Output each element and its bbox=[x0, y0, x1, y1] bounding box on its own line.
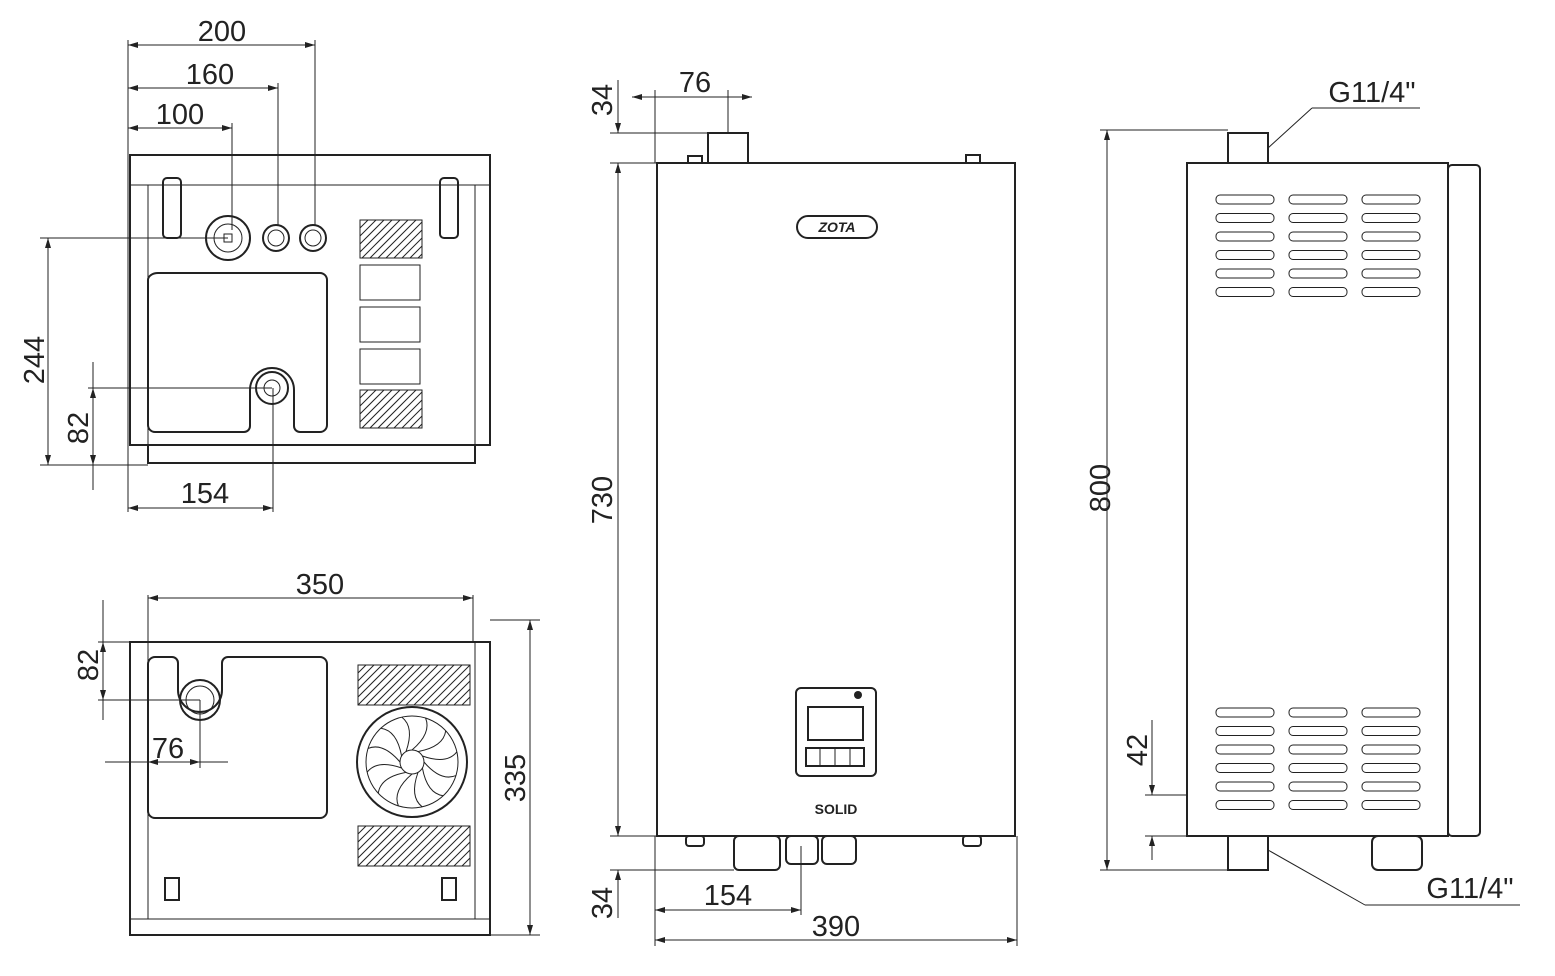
dim-350: 350 bbox=[296, 569, 344, 601]
fan-blade bbox=[396, 773, 413, 807]
vent-slot bbox=[1215, 707, 1275, 718]
dim-42: 42 bbox=[1122, 734, 1154, 766]
fan-blade bbox=[417, 730, 447, 753]
fan-blade bbox=[366, 764, 402, 773]
vent-slot bbox=[1215, 250, 1275, 260]
dim-160: 160 bbox=[186, 59, 234, 91]
dim-82: 82 bbox=[63, 412, 95, 444]
bottom-view: 350 335 82 76 bbox=[73, 569, 540, 936]
vent-slot bbox=[1288, 287, 1348, 297]
vent-slot bbox=[1361, 268, 1421, 279]
vent-slot bbox=[1361, 744, 1421, 755]
dim-154: 154 bbox=[181, 478, 229, 510]
control-panel bbox=[795, 687, 877, 777]
fan-blade bbox=[423, 761, 457, 778]
vent-grille bbox=[357, 664, 471, 706]
vent-slot bbox=[1288, 231, 1348, 242]
fan-blade bbox=[422, 751, 458, 760]
model-label: SOLID bbox=[815, 801, 858, 817]
vent-slot bbox=[1215, 744, 1275, 755]
top-view: 200 160 100 244 82 154 bbox=[19, 16, 491, 512]
dim-244: 244 bbox=[19, 336, 51, 384]
vent-slot bbox=[1215, 194, 1275, 205]
vent-slot bbox=[1288, 763, 1348, 773]
vent-slot bbox=[1361, 250, 1421, 260]
vent-grille bbox=[359, 389, 423, 429]
fan-blade bbox=[380, 727, 403, 757]
valve-left bbox=[162, 177, 182, 239]
vent-slot bbox=[1215, 231, 1275, 242]
vent-grille bbox=[359, 219, 423, 259]
dim-335: 335 bbox=[500, 754, 532, 802]
vent-slot bbox=[1288, 250, 1348, 260]
vent-slot bbox=[1361, 194, 1421, 205]
fan-icon bbox=[356, 706, 468, 818]
brand-logo bbox=[796, 215, 878, 239]
vent-slot bbox=[1361, 800, 1421, 810]
vent-slot bbox=[1215, 213, 1275, 223]
vent-slot bbox=[1215, 763, 1275, 773]
vent-slot bbox=[1288, 268, 1348, 279]
display-screen bbox=[807, 706, 864, 741]
vent-slot bbox=[1288, 213, 1348, 223]
side-view: 800 42 G11/4" G11/4" bbox=[1085, 77, 1520, 906]
vent-slot bbox=[1361, 287, 1421, 297]
vent-slot bbox=[1361, 213, 1421, 223]
fan-blade bbox=[411, 717, 428, 751]
dim-100: 100 bbox=[156, 99, 204, 131]
dim-200: 200 bbox=[198, 16, 246, 48]
front-view: ZOTA SOLID 76 34 730 34 154 390 bbox=[587, 67, 1018, 946]
vent-slot bbox=[1288, 781, 1348, 792]
dim-76-bottom: 76 bbox=[152, 733, 184, 765]
vent-slot bbox=[1288, 744, 1348, 755]
brand-logo-text: ZOTA bbox=[817, 219, 855, 235]
dim-730: 730 bbox=[587, 476, 619, 524]
vent-slot bbox=[1215, 287, 1275, 297]
vent-slot bbox=[1361, 781, 1421, 792]
vent-slot bbox=[1361, 231, 1421, 242]
fan-blade bbox=[401, 716, 410, 752]
vent-slot bbox=[1288, 726, 1348, 736]
fan-blade bbox=[421, 767, 444, 797]
vent-slot bbox=[1215, 726, 1275, 736]
fan-blade bbox=[414, 772, 423, 808]
dim-154-front: 154 bbox=[704, 880, 752, 912]
valve-right bbox=[439, 177, 459, 239]
dim-34-bottom: 34 bbox=[587, 887, 619, 919]
vent-slot bbox=[1361, 763, 1421, 773]
fan-blade bbox=[367, 746, 401, 763]
vent-slot bbox=[1288, 707, 1348, 718]
vent-grille bbox=[357, 825, 471, 867]
dim-34-top: 34 bbox=[587, 84, 619, 116]
vent-slot bbox=[1215, 781, 1275, 792]
dim-800: 800 bbox=[1085, 464, 1117, 512]
thread-label-bottom: G11/4" bbox=[1426, 873, 1513, 905]
vent-slot bbox=[1215, 800, 1275, 810]
vent-slot bbox=[1288, 194, 1348, 205]
vent-slot bbox=[1361, 707, 1421, 718]
dim-82-bottom: 82 bbox=[73, 649, 105, 681]
vent-slot bbox=[1361, 726, 1421, 736]
vent-slot bbox=[1215, 268, 1275, 279]
thread-label-top: G11/4" bbox=[1328, 77, 1415, 109]
fan-blade bbox=[377, 771, 407, 794]
dim-76-front: 76 bbox=[679, 67, 711, 99]
dim-390: 390 bbox=[812, 911, 860, 943]
vent-slot bbox=[1288, 800, 1348, 810]
